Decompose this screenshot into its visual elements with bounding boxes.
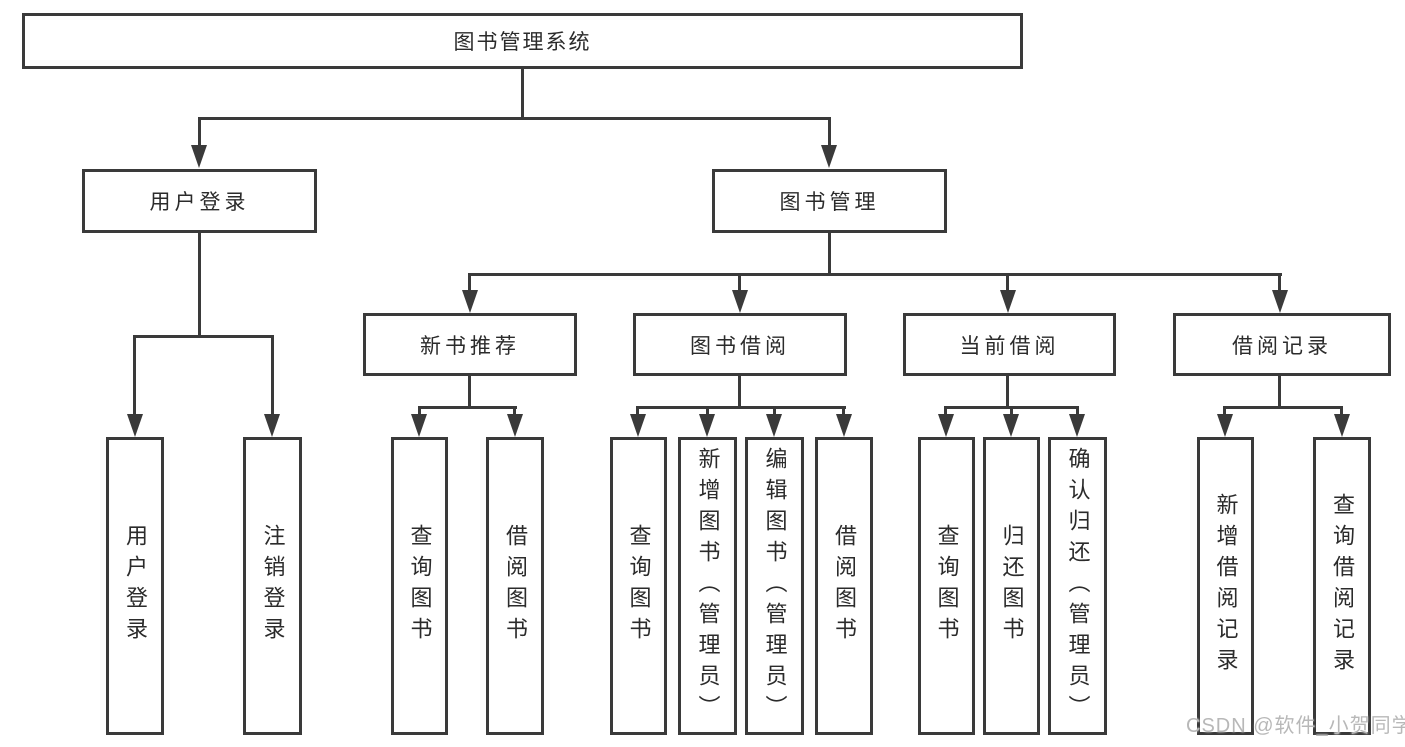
node-leaf-cb-confirm-return-admin: 确认归还（管理员） (1048, 437, 1107, 735)
connector-line (636, 406, 846, 409)
arrow-down-icon (938, 414, 954, 437)
node-book-borrowing-label: 图书借阅 (690, 334, 790, 358)
node-leaf-br-add-record: 新增借阅记录 (1197, 437, 1254, 735)
arrow-down-icon (1334, 414, 1350, 437)
connector-line (513, 406, 516, 415)
connector-line (828, 233, 831, 273)
arrow-down-icon (1003, 414, 1019, 437)
connector-line (271, 335, 274, 414)
arrow-down-icon (821, 145, 837, 168)
node-current-borrowing: 当前借阅 (903, 313, 1116, 376)
arrow-down-icon (732, 290, 748, 313)
connector-line (133, 335, 136, 414)
arrow-down-icon (699, 414, 715, 437)
arrow-down-icon (264, 414, 280, 437)
arrow-down-icon (507, 414, 523, 437)
connector-line (133, 335, 274, 338)
connector-line (1006, 273, 1009, 290)
node-leaf-bb-add-books-admin-label: 新增图书（管理员） (695, 446, 721, 726)
arrow-down-icon (766, 414, 782, 437)
connector-line (468, 273, 471, 290)
connector-line (468, 376, 471, 406)
connector-line (828, 117, 831, 145)
arrow-down-icon (411, 414, 427, 437)
connector-line (1223, 406, 1343, 409)
connector-line (636, 406, 639, 415)
connector-line (198, 117, 831, 120)
connector-line (1010, 406, 1013, 415)
connector-line (738, 376, 741, 406)
connector-line (1076, 406, 1079, 415)
node-book-management-label: 图书管理 (779, 191, 880, 214)
node-leaf-user-login-label: 用户登录 (123, 524, 148, 648)
node-leaf-cb-query-books: 查询图书 (918, 437, 975, 735)
connector-line (738, 273, 741, 290)
node-borrowing-records-label: 借阅记录 (1232, 334, 1332, 358)
node-leaf-user-login: 用户登录 (106, 437, 164, 735)
node-book-management: 图书管理 (712, 169, 947, 233)
arrow-down-icon (1217, 414, 1233, 437)
node-leaf-bb-edit-books-admin-label: 编辑图书（管理员） (762, 446, 788, 726)
connector-line (469, 273, 1282, 276)
node-leaf-bb-query-books-label: 查询图书 (626, 524, 652, 648)
connector-line (1006, 376, 1009, 406)
node-leaf-nb-borrow-books-label: 借阅图书 (503, 524, 528, 648)
node-leaf-cb-query-books-label: 查询图书 (934, 524, 960, 648)
connector-line (706, 406, 709, 415)
arrow-down-icon (1272, 290, 1288, 313)
node-leaf-cb-return-books: 归还图书 (983, 437, 1040, 735)
node-user-login-label: 用户登录 (149, 191, 250, 214)
connector-line (1340, 406, 1343, 415)
connector-line (418, 406, 421, 415)
connector-line (944, 406, 947, 415)
arrow-down-icon (630, 414, 646, 437)
connector-line (198, 117, 201, 145)
node-new-book-recommend-label: 新书推荐 (420, 334, 520, 358)
arrow-down-icon (1000, 290, 1016, 313)
connector-line (198, 233, 201, 335)
node-leaf-nb-borrow-books: 借阅图书 (486, 437, 544, 735)
node-leaf-cb-confirm-return-admin-label: 确认归还（管理员） (1065, 446, 1091, 726)
node-leaf-nb-query-books-label: 查询图书 (407, 524, 433, 648)
connector-line (773, 406, 776, 415)
watermark: CSDN @软件_小贺同学 (1186, 715, 1405, 737)
connector-line (842, 406, 845, 415)
node-new-book-recommend: 新书推荐 (363, 313, 577, 376)
node-root-label: 图书管理系统 (453, 31, 592, 54)
node-user-login: 用户登录 (82, 169, 317, 233)
connector-line (1278, 273, 1281, 290)
arrow-down-icon (836, 414, 852, 437)
arrow-down-icon (127, 414, 143, 437)
node-leaf-bb-borrow-books: 借阅图书 (815, 437, 873, 735)
node-book-borrowing: 图书借阅 (633, 313, 847, 376)
node-leaf-bb-borrow-books-label: 借阅图书 (832, 524, 857, 648)
node-leaf-bb-add-books-admin: 新增图书（管理员） (678, 437, 737, 735)
node-borrowing-records: 借阅记录 (1173, 313, 1391, 376)
node-leaf-br-add-record-label: 新增借阅记录 (1213, 493, 1239, 679)
node-leaf-nb-query-books: 查询图书 (391, 437, 448, 735)
node-leaf-bb-edit-books-admin: 编辑图书（管理员） (745, 437, 804, 735)
node-root: 图书管理系统 (22, 13, 1023, 69)
node-leaf-cb-return-books-label: 归还图书 (999, 524, 1025, 648)
node-leaf-br-query-record-label: 查询借阅记录 (1330, 493, 1355, 679)
node-current-borrowing-label: 当前借阅 (959, 334, 1060, 358)
connector-line (1223, 406, 1226, 415)
node-leaf-bb-query-books: 查询图书 (610, 437, 667, 735)
arrow-down-icon (462, 290, 478, 313)
node-leaf-logout: 注销登录 (243, 437, 302, 735)
arrow-down-icon (191, 145, 207, 168)
connector-line (418, 406, 517, 409)
connector-line (521, 69, 524, 117)
connector-line (1278, 376, 1281, 406)
node-leaf-br-query-record: 查询借阅记录 (1313, 437, 1371, 735)
node-leaf-logout-label: 注销登录 (260, 524, 286, 648)
arrow-down-icon (1069, 414, 1085, 437)
